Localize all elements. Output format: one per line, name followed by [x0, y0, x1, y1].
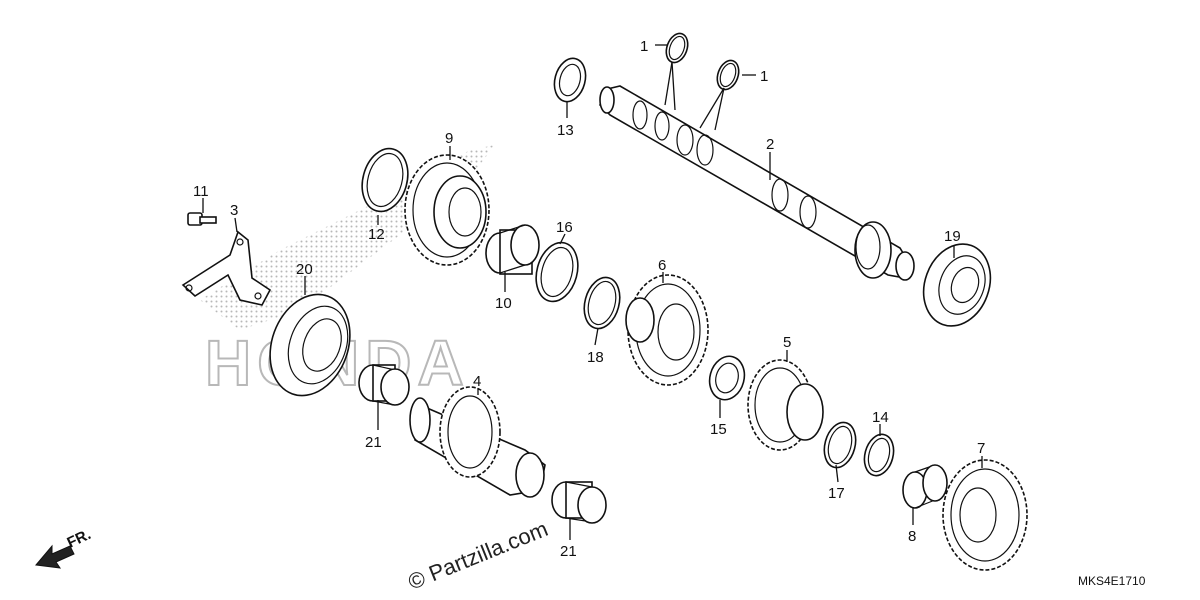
part-12-washer: [361, 147, 409, 213]
diagram-code: MKS4E1710: [1078, 574, 1146, 588]
part-1-circlip-b: [716, 59, 740, 91]
front-direction-arrow: FR.: [35, 526, 94, 569]
callout-5: 5: [783, 334, 791, 351]
partzilla-watermark: © Partzilla.com: [405, 516, 552, 595]
shaft-gear-teeth: [854, 221, 915, 281]
part-1-circlip-a: [665, 32, 689, 64]
part-9-gear: [404, 154, 490, 266]
part-20-bearing: [269, 293, 351, 397]
part-15-lock-washer: [708, 355, 746, 401]
part-13-washer: [553, 57, 587, 103]
part-2-shaft: [599, 85, 915, 281]
part-3-bracket: [181, 230, 272, 306]
callout-labels: 1 1 2 3 4 5 6 7 8 9 10 11 12 13 14 15 16…: [193, 38, 985, 560]
part-17-circlip: [823, 421, 857, 469]
part-21-needle-bearing-b: [551, 481, 607, 524]
callout-3: 3: [230, 202, 238, 219]
callout-18: 18: [587, 349, 604, 366]
callout-17: 17: [828, 485, 845, 502]
callout-8: 8: [908, 528, 916, 545]
part-11-bolt: [187, 212, 217, 226]
part-5-gear: [747, 359, 824, 451]
callout-15: 15: [710, 421, 727, 438]
part-18-circlip: [583, 276, 621, 330]
part-6-gear: [625, 274, 709, 386]
callout-1-b: 1: [760, 68, 768, 85]
callout-21-b: 21: [560, 543, 577, 560]
callout-10: 10: [495, 295, 512, 312]
part-14-washer: [863, 433, 895, 477]
part-10-collar: [485, 224, 540, 275]
callout-4: 4: [473, 373, 481, 390]
callout-9: 9: [445, 130, 453, 147]
callout-1-a: 1: [640, 38, 648, 55]
front-arrow-label: FR.: [65, 526, 94, 552]
callout-6: 6: [658, 257, 666, 274]
front-arrow-icon: [35, 544, 75, 569]
part-21-needle-bearing-a: [358, 364, 410, 406]
callout-11: 11: [193, 183, 209, 200]
callout-13: 13: [557, 122, 574, 139]
part-8-collar: [902, 464, 948, 509]
leader-lines: [202, 44, 983, 540]
callout-19: 19: [944, 228, 961, 245]
callout-21-a: 21: [365, 434, 382, 451]
part-19-bearing: [922, 243, 992, 327]
callout-7: 7: [977, 440, 985, 457]
part-16-washer: [535, 241, 579, 303]
callout-20: 20: [296, 261, 313, 278]
part-4-countershaft-gear: [409, 386, 546, 498]
callout-2: 2: [766, 136, 774, 153]
part-7-gear: [942, 459, 1028, 571]
callout-12: 12: [368, 226, 385, 243]
callout-14: 14: [872, 409, 889, 426]
callout-16: 16: [556, 219, 573, 236]
